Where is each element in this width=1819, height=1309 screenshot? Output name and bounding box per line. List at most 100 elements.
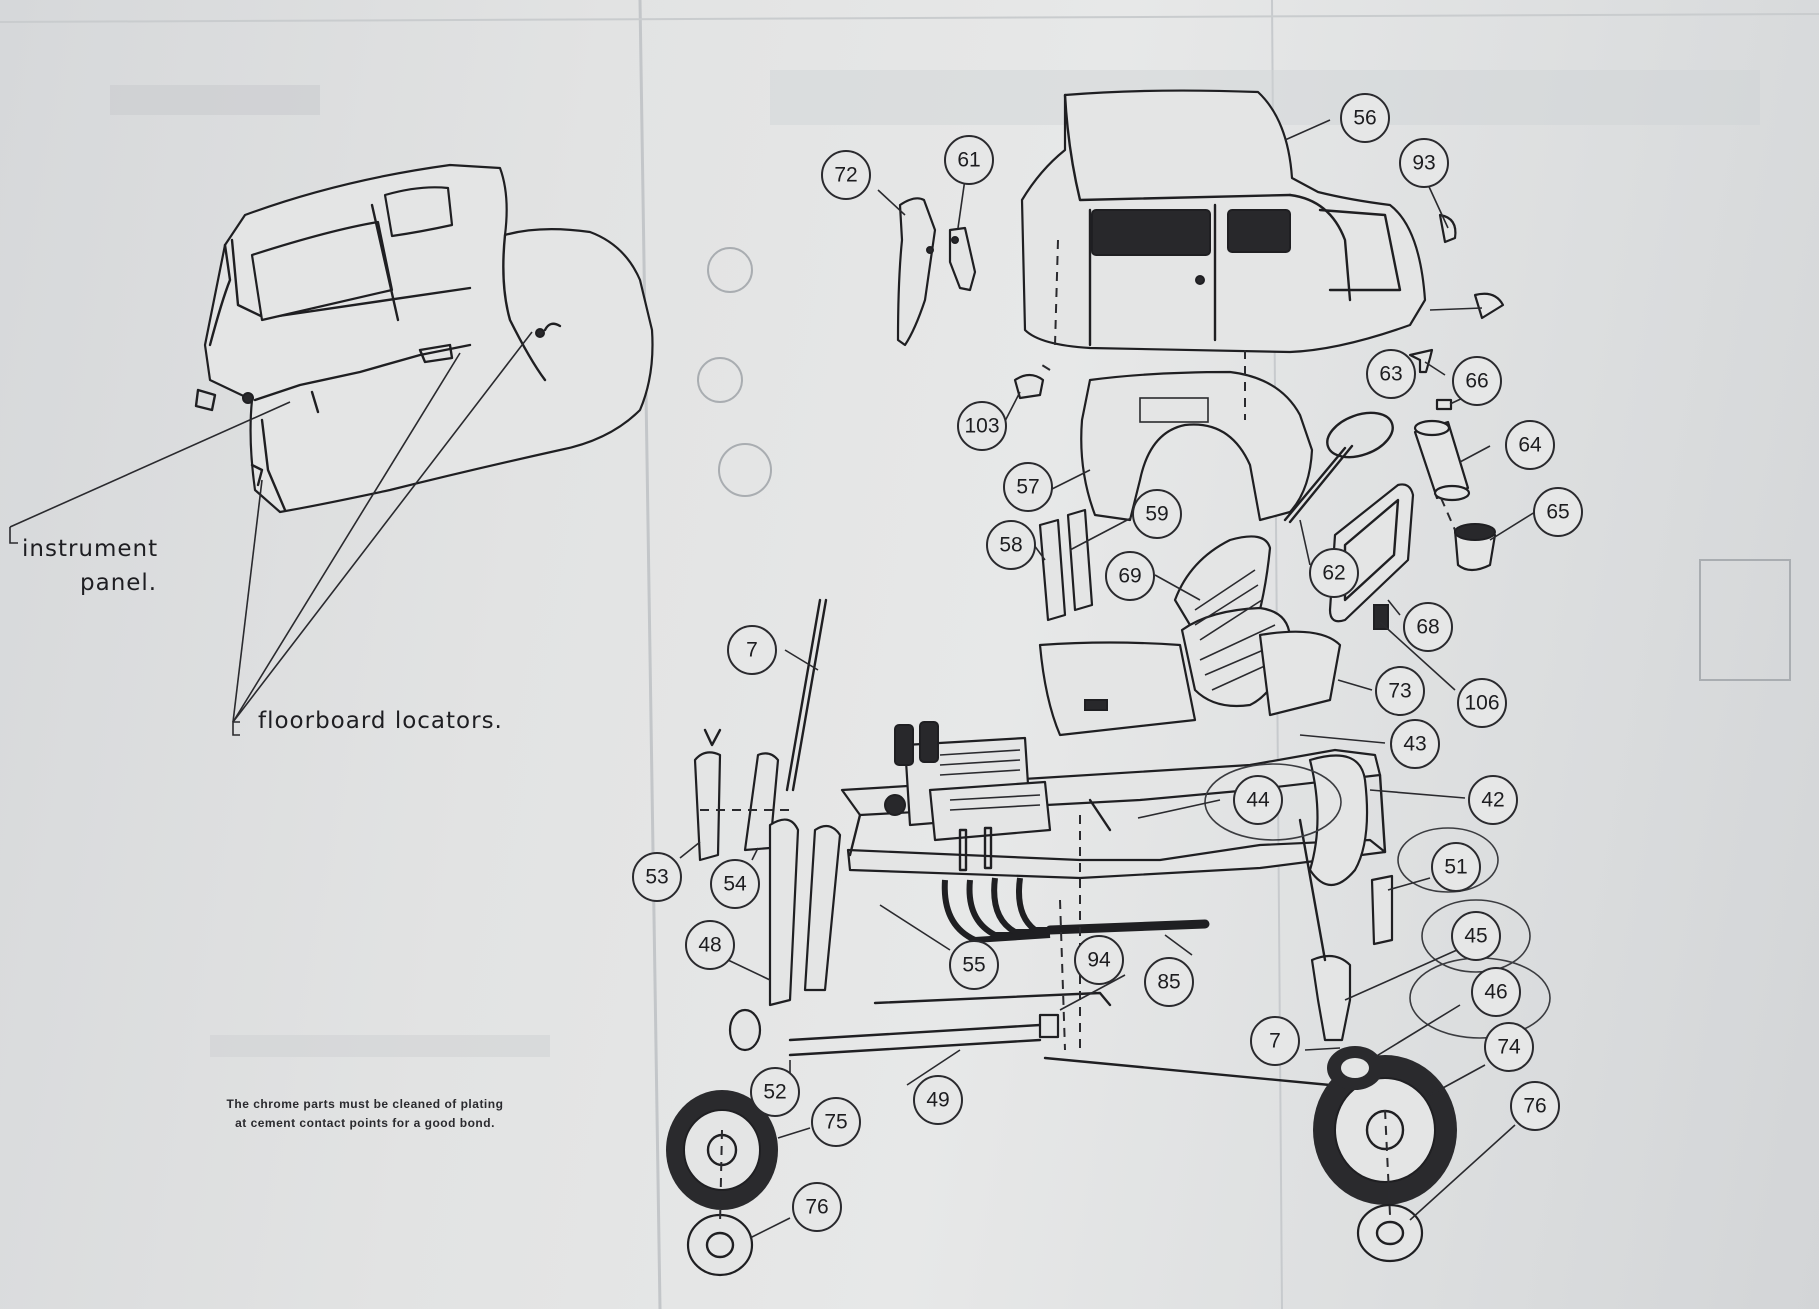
svg-text:49: 49: [926, 1089, 949, 1112]
cab-shell-part: [1020, 89, 1427, 354]
callout-42: 42: [1468, 775, 1518, 825]
callout-63: 63: [1366, 349, 1416, 399]
tie-rod-part: [1043, 1056, 1332, 1087]
chrome-note-line2: at cement contact points for a good bond…: [235, 1116, 495, 1130]
svg-text:42: 42: [1481, 789, 1504, 812]
alignment-lines: [700, 239, 1456, 1226]
svg-text:76: 76: [805, 1196, 828, 1219]
callout-72: 72: [821, 150, 871, 200]
cab-leader-lines: [9, 331, 533, 736]
headlight-part-2: [1473, 292, 1505, 320]
rear-wheel-right: [1313, 1046, 1457, 1205]
callout-76-left: 76: [792, 1182, 842, 1232]
small-bracket-part: [1408, 348, 1434, 374]
fold-crease-top: [0, 13, 1819, 23]
svg-text:61: 61: [957, 149, 980, 172]
svg-text:69: 69: [1118, 565, 1141, 588]
svg-text:93: 93: [1412, 152, 1435, 175]
svg-text:55: 55: [962, 954, 985, 977]
callout-64: 64: [1505, 420, 1555, 470]
rear-axle-part: [1298, 818, 1394, 1042]
svg-text:57: 57: [1016, 476, 1039, 499]
front-suspension-part: [728, 818, 1042, 1057]
svg-text:94: 94: [1087, 949, 1111, 972]
hub-cap-right: [1356, 1203, 1424, 1263]
svg-text:65: 65: [1546, 501, 1569, 524]
callout-51: 51: [1431, 842, 1481, 892]
chrome-note-line1: The chrome parts must be cleaned of plat…: [227, 1097, 504, 1111]
cup-rim: [1454, 523, 1496, 541]
exhaust-headers: [941, 877, 1051, 944]
svg-text:54: 54: [723, 873, 747, 896]
body-frame-part: [1038, 630, 1342, 737]
callout-43: 43: [1390, 719, 1440, 769]
callout-49: 49: [913, 1075, 963, 1125]
instrument-panel-label-line2: panel.: [80, 570, 157, 596]
svg-text:7: 7: [746, 639, 758, 662]
callout-106: 106: [1457, 678, 1507, 728]
callout-53: 53: [632, 852, 682, 902]
bracket-part: [1038, 1013, 1060, 1039]
cap-part: [1435, 398, 1453, 411]
callout-73: 73: [1375, 666, 1425, 716]
shift-rod-part-2: [791, 598, 828, 792]
exhaust-pipe-part: [1045, 919, 1210, 935]
callout-85: 85: [1144, 957, 1194, 1007]
fold-crease-left: [638, 0, 662, 1309]
callout-68: 68: [1403, 602, 1453, 652]
svg-text:45: 45: [1464, 925, 1487, 948]
callout-46: 46: [1471, 967, 1521, 1017]
seat-part: [1173, 535, 1292, 708]
callout-44: 44: [1233, 775, 1283, 825]
svg-text:73: 73: [1388, 680, 1411, 703]
svg-text:68: 68: [1416, 616, 1439, 639]
callout-57: 57: [1003, 462, 1053, 512]
svg-text:76: 76: [1523, 1095, 1546, 1118]
svg-text:75: 75: [824, 1111, 847, 1134]
callout-59: 59: [1132, 489, 1182, 539]
callout-56: 56: [1340, 93, 1390, 143]
shift-rod-part: [785, 598, 822, 792]
hub-cap-left: [686, 1213, 754, 1277]
callout-76-right: 76: [1510, 1081, 1560, 1131]
svg-text:56: 56: [1353, 107, 1376, 130]
steering-column-part: [1283, 411, 1394, 524]
svg-text:64: 64: [1518, 434, 1542, 457]
engine-part: [884, 721, 1052, 872]
firewall-part: [896, 197, 977, 347]
instrument-panel-label: instrument: [22, 536, 158, 562]
cab-body-drawing: [194, 163, 654, 514]
svg-text:43: 43: [1403, 733, 1426, 756]
callout-93: 93: [1399, 138, 1449, 188]
callout-69: 69: [1105, 551, 1155, 601]
radiator-cap: [703, 728, 722, 747]
callout-75: 75: [811, 1097, 861, 1147]
svg-text:58: 58: [999, 534, 1022, 557]
callout-103: 103: [957, 401, 1007, 451]
svg-text:66: 66: [1465, 370, 1488, 393]
svg-text:44: 44: [1246, 789, 1270, 812]
tank-part: [1413, 419, 1471, 502]
callout-54: 54: [710, 859, 760, 909]
callout-45: 45: [1451, 911, 1501, 961]
callout-7: 7: [727, 625, 777, 675]
svg-text:63: 63: [1379, 363, 1402, 386]
drag-link-part: [873, 991, 1112, 1007]
grille-part: [693, 751, 722, 862]
svg-text:72: 72: [834, 164, 857, 187]
callout-66: 66: [1452, 356, 1502, 406]
headlight-part: [1438, 213, 1457, 244]
callout-65: 65: [1533, 487, 1583, 537]
callout-74: 74: [1484, 1022, 1534, 1072]
callout-48: 48: [685, 920, 735, 970]
pencil-scribbles: [1204, 763, 1551, 1039]
svg-text:85: 85: [1157, 971, 1180, 994]
callout-61: 61: [944, 135, 994, 185]
seat-bracket-59: [1066, 508, 1094, 612]
svg-text:52: 52: [763, 1081, 786, 1104]
callout-7-rear: 7: [1250, 1016, 1300, 1066]
svg-text:103: 103: [964, 415, 999, 438]
callout-58: 58: [986, 520, 1036, 570]
